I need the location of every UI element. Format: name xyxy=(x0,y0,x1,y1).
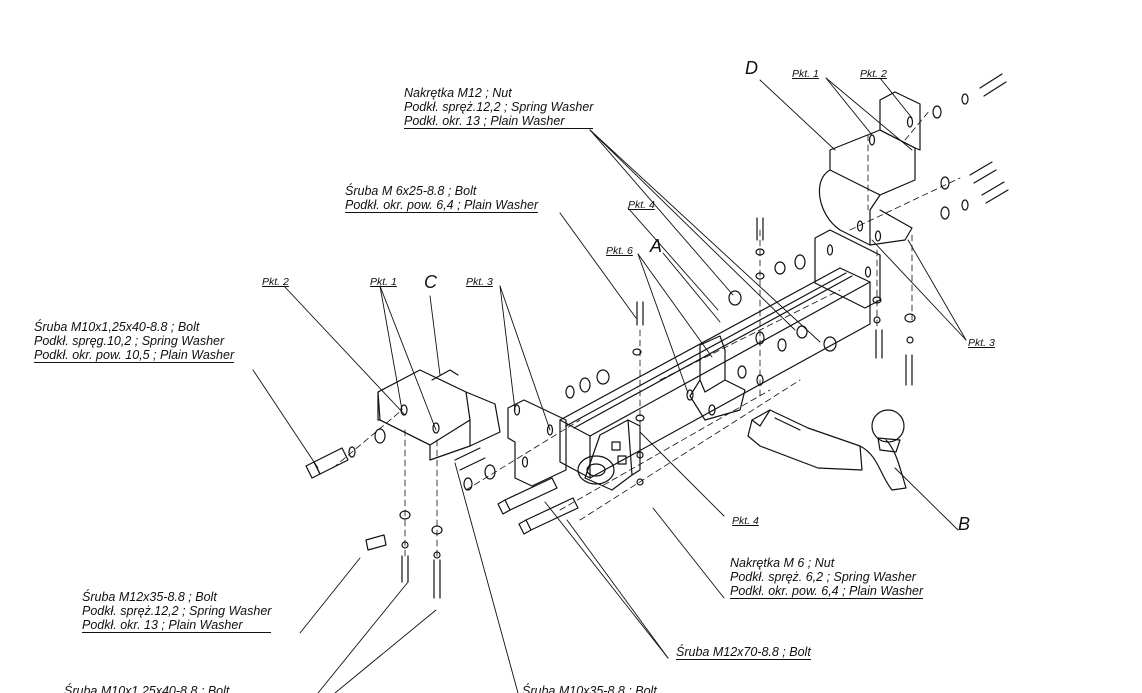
pkt-4-bottom: Pkt. 4 xyxy=(732,515,759,527)
note-nut-m12: Nakrętka M12 ; Nut Podkł. spręż.12,2 ; S… xyxy=(404,86,594,129)
note-line: Podkł. okr. pow. 10,5 ; Plain Washer xyxy=(34,348,235,363)
label-c: C xyxy=(424,272,437,292)
pkt-2-right: Pkt. 2 xyxy=(860,68,887,80)
bolts xyxy=(305,73,1009,599)
pkt-1-left: Pkt. 1 xyxy=(370,276,397,288)
pkt-3-left: Pkt. 3 xyxy=(466,276,493,288)
pkt-2-left: Pkt. 2 xyxy=(262,276,289,288)
note-cut-left: Śruba M10x1,25x40-8.8 ; Bolt xyxy=(64,684,230,693)
note-line: Podkł. spręg.10,2 ; Spring Washer xyxy=(34,334,225,348)
left-flange-plate xyxy=(507,399,567,487)
note-line: Nakrętka M12 ; Nut xyxy=(404,86,512,100)
note-bolt-m6: Śruba M 6x25-8.8 ; Bolt Podkł. okr. pow.… xyxy=(345,184,539,213)
label-a: A xyxy=(650,236,663,256)
tow-ball-neck xyxy=(747,409,907,491)
right-bracket-d xyxy=(818,91,921,246)
pkt-3-right: Pkt. 3 xyxy=(968,337,995,349)
note-line: Podkł. okr. 13 ; Plain Washer xyxy=(404,114,594,129)
note-nut-m6: Nakrętka M 6 ; Nut Podkł. spręż. 6,2 ; S… xyxy=(730,556,924,599)
note-cut-mid: Śruba M10x35-8.8 ; Bolt xyxy=(522,684,657,693)
assembly-axes xyxy=(332,109,961,561)
note-line: Podkł. spręż.12,2 ; Spring Washer xyxy=(82,604,272,618)
note-bolt-m10: Śruba M10x1,25x40-8.8 ; Bolt Podkł. sprę… xyxy=(34,320,235,363)
main-cross-beam xyxy=(559,267,871,479)
socket-bracket xyxy=(577,335,746,491)
label-d: D xyxy=(745,58,758,78)
note-line: Podkł. spręż. 6,2 ; Spring Washer xyxy=(730,570,916,584)
leader-lines xyxy=(252,77,967,693)
note-line: Śruba M 6x25-8.8 ; Bolt xyxy=(345,184,477,198)
pkt-1-right: Pkt. 1 xyxy=(792,68,819,80)
note-bolt-m12x35: Śruba M12x35-8.8 ; Bolt Podkł. spręż.12,… xyxy=(82,590,272,633)
left-bracket-c xyxy=(377,369,501,461)
note-line: Nakrętka M 6 ; Nut xyxy=(730,556,835,570)
note-line: Śruba M12x35-8.8 ; Bolt xyxy=(82,590,217,604)
note-line: Podkł. okr. pow. 6,4 ; Plain Washer xyxy=(345,198,539,213)
pkt-6: Pkt. 6 xyxy=(606,245,633,257)
note-line: Podkł. okr. pow. 6,4 ; Plain Washer xyxy=(730,584,924,599)
nuts-and-washers xyxy=(348,93,969,559)
note-line: Podkł. spręż.12,2 ; Spring Washer xyxy=(404,100,594,114)
right-end-plate xyxy=(814,229,881,309)
label-b: B xyxy=(958,514,971,534)
note-bolt-m12x70: Śruba M12x70-8.8 ; Bolt xyxy=(676,645,811,660)
pkt-4-top: Pkt. 4 xyxy=(628,199,655,211)
note-line: Śruba M10x1,25x40-8.8 ; Bolt xyxy=(34,320,200,334)
note-line: Podkł. okr. 13 ; Plain Washer xyxy=(82,618,272,633)
